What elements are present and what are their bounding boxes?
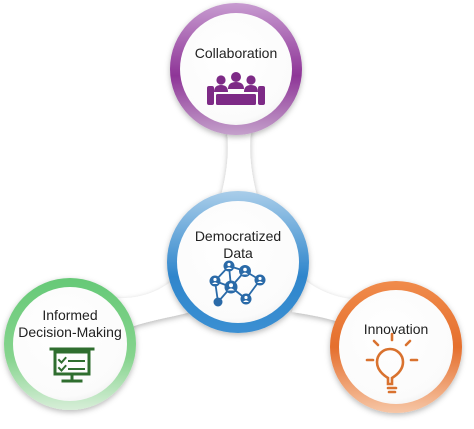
meeting-group-icon bbox=[207, 72, 265, 105]
center-label-line1: Democratized bbox=[194, 228, 282, 244]
center-label-line2: Data bbox=[223, 245, 253, 261]
informed-label-line2: Decision-Making bbox=[18, 324, 122, 340]
network-people-icon bbox=[209, 260, 266, 307]
node-center bbox=[167, 191, 309, 333]
informed-label-line1: Informed bbox=[42, 307, 98, 323]
collaboration-face bbox=[180, 13, 292, 125]
innovation-face bbox=[339, 290, 453, 404]
informed-face bbox=[13, 287, 127, 401]
lightbulb-icon bbox=[365, 332, 419, 394]
center-label: Democratized Data bbox=[178, 228, 298, 262]
presentation-board-icon bbox=[49, 347, 95, 383]
node-informed bbox=[4, 278, 136, 410]
center-face bbox=[177, 201, 299, 323]
collaboration-label: Collaboration bbox=[194, 45, 278, 61]
node-collaboration bbox=[170, 3, 302, 135]
informed-label: Informed Decision-Making bbox=[7, 307, 133, 341]
innovation-label: Innovation bbox=[363, 321, 429, 337]
node-innovation bbox=[330, 281, 462, 413]
